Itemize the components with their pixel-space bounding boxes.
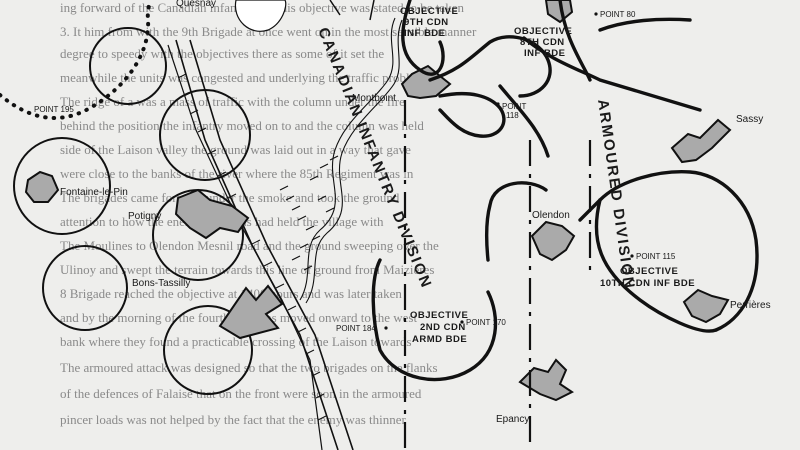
town-label-fontaine: Fontaine-le-Pin: [60, 187, 128, 198]
objective-line: INF BDE: [404, 28, 446, 39]
town-epancy: [518, 358, 574, 402]
town-label-bons-tassilly: Bons-Tassilly: [132, 278, 190, 289]
objective-line: 10TH CDN INF BDE: [600, 278, 695, 289]
point-label-115: POINT 115: [636, 252, 676, 261]
armoured-division-label: ARMOURED DIVISION: [594, 98, 638, 291]
town-potigny: [174, 188, 250, 240]
divisional-axis: [403, 100, 592, 450]
bg-line: The ridge of a was a mass of traffic wit…: [60, 94, 405, 109]
point-label-195: POINT 195: [34, 105, 74, 114]
objective-circle: [89, 27, 167, 105]
woods-hatching: [279, 155, 339, 271]
bg-line: Ulinoy and swept the terrain towards thi…: [60, 262, 434, 277]
point-label-118-number: 118: [506, 111, 519, 120]
bg-line: side of the Laison valley the ground was…: [60, 142, 411, 157]
town-label-montboint: Montboint: [352, 93, 396, 104]
dotted-boundary: [0, 0, 154, 120]
objective-10th-label: OBJECTIVE 10TH CDN INF BDE: [600, 266, 695, 289]
bg-line: were close to the banks of the river whe…: [60, 166, 414, 181]
point-label-80: POINT 80: [600, 10, 636, 19]
town-olendon: [530, 220, 576, 262]
town-label-perrieres: Perrières: [730, 300, 771, 311]
objective-9th-label: OBJECTIVE 9TH CDN INF BDE: [400, 6, 458, 39]
point-marker: [630, 254, 634, 258]
laison-river: [299, 17, 403, 304]
objective-line: INF BDE: [524, 48, 566, 59]
bg-line: behind the position the infantry moved o…: [60, 118, 424, 133]
town-label-olendon: Olendon: [532, 210, 570, 221]
objective-line: OBJECTIVE: [620, 266, 678, 277]
objective-circle: [13, 137, 111, 235]
objective-line: 8TH CDN: [520, 37, 565, 48]
town-perrieres: [682, 288, 730, 324]
objective-line: 9TH CDN: [404, 17, 449, 28]
town-label-sassy: Sassy: [736, 114, 763, 125]
objective-line: 2ND CDN: [420, 322, 466, 333]
bg-line: pincer loads was not helped by the fact …: [60, 412, 407, 427]
objective-circle: [42, 245, 128, 331]
town-montboint: [400, 64, 452, 100]
point-marker: [460, 320, 464, 324]
point-label-184: POINT 184: [336, 324, 376, 333]
objective-circle: [159, 89, 251, 181]
objective-line: ARMD BDE: [412, 334, 467, 345]
town-label-quesnay: Quesnay: [176, 0, 216, 9]
point-marker: [594, 12, 598, 16]
point-marker: [384, 326, 388, 330]
woods-top: [234, 0, 287, 32]
town-sassy: [670, 118, 732, 164]
objective-line: OBJECTIVE: [400, 6, 458, 17]
bg-line: bank where they found a practicable cros…: [60, 334, 412, 349]
route-lines: [371, 0, 759, 382]
bg-line: of the defences of Falaise that on the f…: [60, 386, 422, 401]
objective-line: OBJECTIVE: [410, 310, 468, 321]
bg-line: meanwhile the units was congested and un…: [60, 70, 425, 85]
objective-line: OBJECTIVE: [514, 26, 572, 37]
town-label-potigny: Potigny: [128, 211, 161, 222]
objective-8th-label: OBJECTIVE 8TH CDN INF BDE: [514, 26, 572, 59]
bg-line: 3. It him from with the 9th Brigade at o…: [60, 24, 477, 39]
point-marker: [496, 102, 500, 106]
town-top-right: [544, 0, 574, 24]
objective-2nd-armd-label: OBJECTIVE 2ND CDN ARMD BDE: [410, 310, 468, 345]
town-fontaine-le-pin: [24, 170, 60, 203]
boundary-line: [329, 0, 375, 21]
advance-arrow: [218, 284, 284, 340]
town-label-epancy: Epancy: [496, 414, 529, 425]
bg-line: 8 Brigade reached the objective at 1400 …: [60, 286, 402, 301]
objective-circle: [163, 305, 253, 395]
point-label-170: POINT 170: [466, 318, 506, 327]
point-label-118: POINT: [502, 102, 527, 111]
